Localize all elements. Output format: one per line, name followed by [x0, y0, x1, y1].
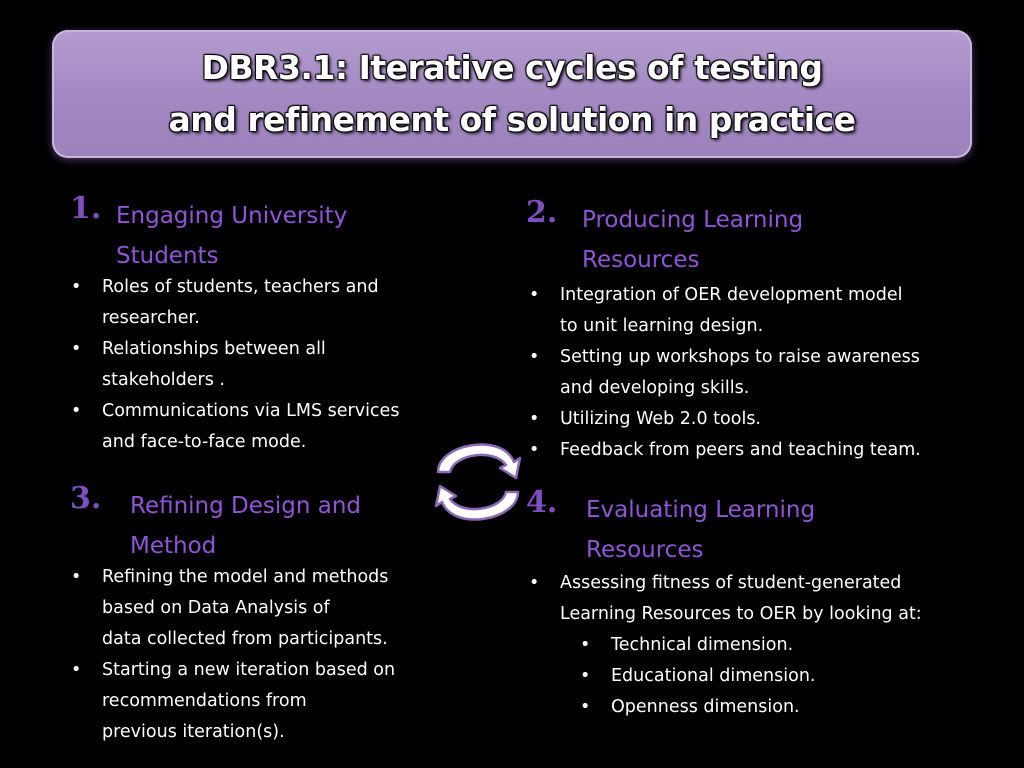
- heading-line-2: Students: [116, 243, 219, 269]
- section-engaging-students: 1. Engaging University Students •Roles o…: [70, 192, 470, 458]
- sub-bullet-list: •Technical dimension. •Educational dimen…: [580, 630, 1006, 723]
- section-producing-resources: 2. Producing Learning Resources •Integra…: [526, 196, 1006, 466]
- section-number: 1.: [70, 191, 102, 226]
- heading-line-1: Engaging University: [116, 203, 348, 229]
- list-item: •Utilizing Web 2.0 tools.: [529, 409, 761, 429]
- heading-line-2: Resources: [586, 537, 704, 563]
- heading-line-1: Evaluating Learning: [586, 497, 816, 523]
- section-number: 4.: [526, 485, 558, 520]
- section-number: 2.: [526, 195, 558, 230]
- heading-line-2: Resources: [582, 247, 700, 273]
- title-banner: DBR3.1: Iterative cycles of testing and …: [52, 30, 972, 158]
- section-heading: 3. Refining Design and Method: [70, 482, 470, 566]
- circular-arrows-icon: [434, 443, 522, 521]
- list-item: •Feedback from peers and teaching team.: [529, 440, 921, 460]
- heading-line-2: Method: [130, 533, 217, 559]
- title-line-2: and refinement of solution in practice: [168, 100, 856, 139]
- sub-list-item: •Technical dimension.: [580, 635, 794, 655]
- section-number: 3.: [70, 481, 102, 516]
- section-heading: 4. Evaluating Learning Resources: [526, 486, 1006, 570]
- heading-line-1: Refining Design and: [130, 493, 362, 519]
- section-heading: 2. Producing Learning Resources: [526, 196, 1006, 280]
- sub-list-item: •Educational dimension.: [580, 666, 816, 686]
- list-item: •Setting up workshops to raise awareness…: [529, 347, 920, 398]
- title-line-1: DBR3.1: Iterative cycles of testing: [201, 48, 823, 87]
- section-evaluating-resources: 4. Evaluating Learning Resources •Assess…: [526, 486, 1006, 723]
- section-refining-design: 3. Refining Design and Method •Refining …: [70, 482, 470, 748]
- sub-list-item: •Openness dimension.: [580, 697, 800, 717]
- section-heading: 1. Engaging University Students: [70, 192, 470, 276]
- heading-line-1: Producing Learning: [582, 207, 804, 233]
